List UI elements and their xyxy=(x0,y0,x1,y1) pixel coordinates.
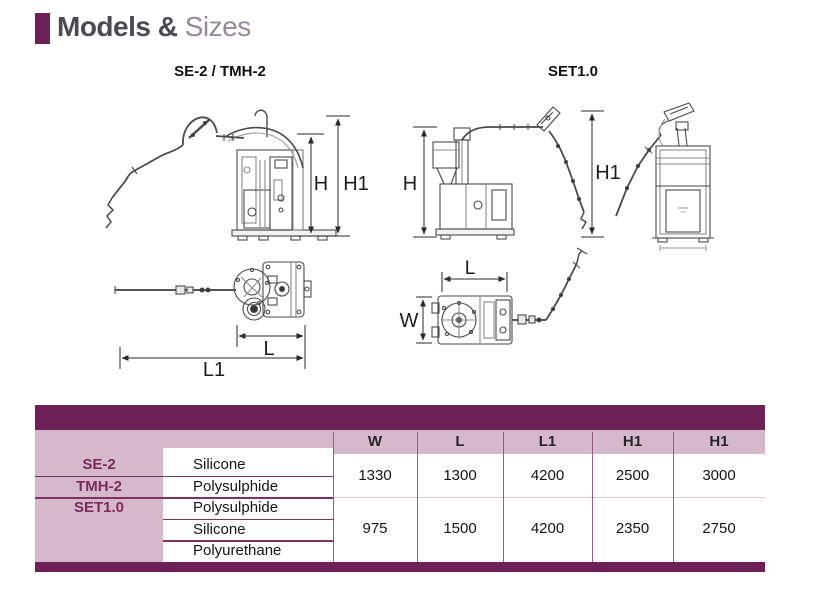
dim-label-se2-l1: L1 xyxy=(203,359,225,381)
col-divider xyxy=(503,432,504,562)
dim-label-set10-h: H xyxy=(403,173,417,195)
value-cell: 3000 xyxy=(702,467,736,484)
material-row: Silicone xyxy=(193,520,246,538)
dim-label-se2-l: L xyxy=(263,338,274,360)
page-title-light: Sizes xyxy=(177,11,251,42)
row-divider xyxy=(163,540,333,542)
col-divider xyxy=(333,432,334,562)
col-header-l1: L1 xyxy=(538,433,557,450)
col-divider xyxy=(673,432,674,562)
value-cell: 2750 xyxy=(702,520,736,538)
value-cell: 1300 xyxy=(443,467,477,484)
table-header-row: W L L1 H1 H1 xyxy=(35,430,765,454)
set10-front-view-drawing xyxy=(615,102,714,251)
value-cell: 2350 xyxy=(615,520,650,538)
dim-label-se2-h: H xyxy=(314,173,328,195)
col-header-w: W xyxy=(367,433,383,450)
value-cell: 975 xyxy=(362,520,388,538)
page-title: Models & Sizes xyxy=(57,11,251,43)
se2-side-view-drawing: H H1 xyxy=(105,109,369,241)
row-divider xyxy=(35,497,333,499)
values-panel xyxy=(333,454,765,562)
col-divider xyxy=(592,432,593,562)
set10-top-view-drawing: L W xyxy=(400,247,588,345)
col-divider xyxy=(417,432,418,562)
spec-table: W L L1 H1 H1 SE-2 TMH-2 SET1.0 Silicone … xyxy=(35,405,765,572)
model-tmh2: TMH-2 xyxy=(76,477,122,495)
material-column-panel xyxy=(163,448,333,562)
material-row: Silicone xyxy=(193,456,246,473)
value-cell: 4200 xyxy=(530,520,565,538)
model-title-set10: SET1.0 xyxy=(547,63,599,80)
model-title-se2-tmh2: SE-2 / TMH-2 xyxy=(174,63,266,80)
dim-label-se2-h1: H1 xyxy=(343,173,369,195)
material-row: Polyurethane xyxy=(193,542,282,560)
model-se2: SE-2 xyxy=(82,456,116,473)
table-bottom-bar xyxy=(35,562,765,572)
value-cell: 4200 xyxy=(530,467,565,484)
material-row: Polysulphide xyxy=(193,477,279,495)
col-header-l: L xyxy=(455,433,465,450)
se2-top-view-drawing: L L1 xyxy=(114,261,312,381)
col-header-h1b: H1 xyxy=(709,433,729,450)
dim-label-set10-l: L xyxy=(465,258,476,279)
set10-side-view-drawing: H H1 xyxy=(403,106,621,240)
value-cell: 2500 xyxy=(615,467,650,484)
dim-label-set10-h1: H1 xyxy=(595,162,621,184)
page-title-bold: Models & xyxy=(57,11,178,42)
dim-label-set10-w: W xyxy=(400,310,419,332)
row-divider xyxy=(163,518,333,521)
row-divider xyxy=(35,475,333,478)
table-top-bar xyxy=(35,405,765,430)
model-set10: SET1.0 xyxy=(73,499,125,517)
title-accent-bar xyxy=(35,13,50,44)
col-header-h1a: H1 xyxy=(622,433,643,450)
material-row: Polysulphide xyxy=(193,499,279,517)
value-cell: 1330 xyxy=(358,467,392,484)
technical-drawings: H H1 xyxy=(105,102,714,381)
value-cell: 1500 xyxy=(443,520,477,538)
group-divider xyxy=(333,497,765,499)
